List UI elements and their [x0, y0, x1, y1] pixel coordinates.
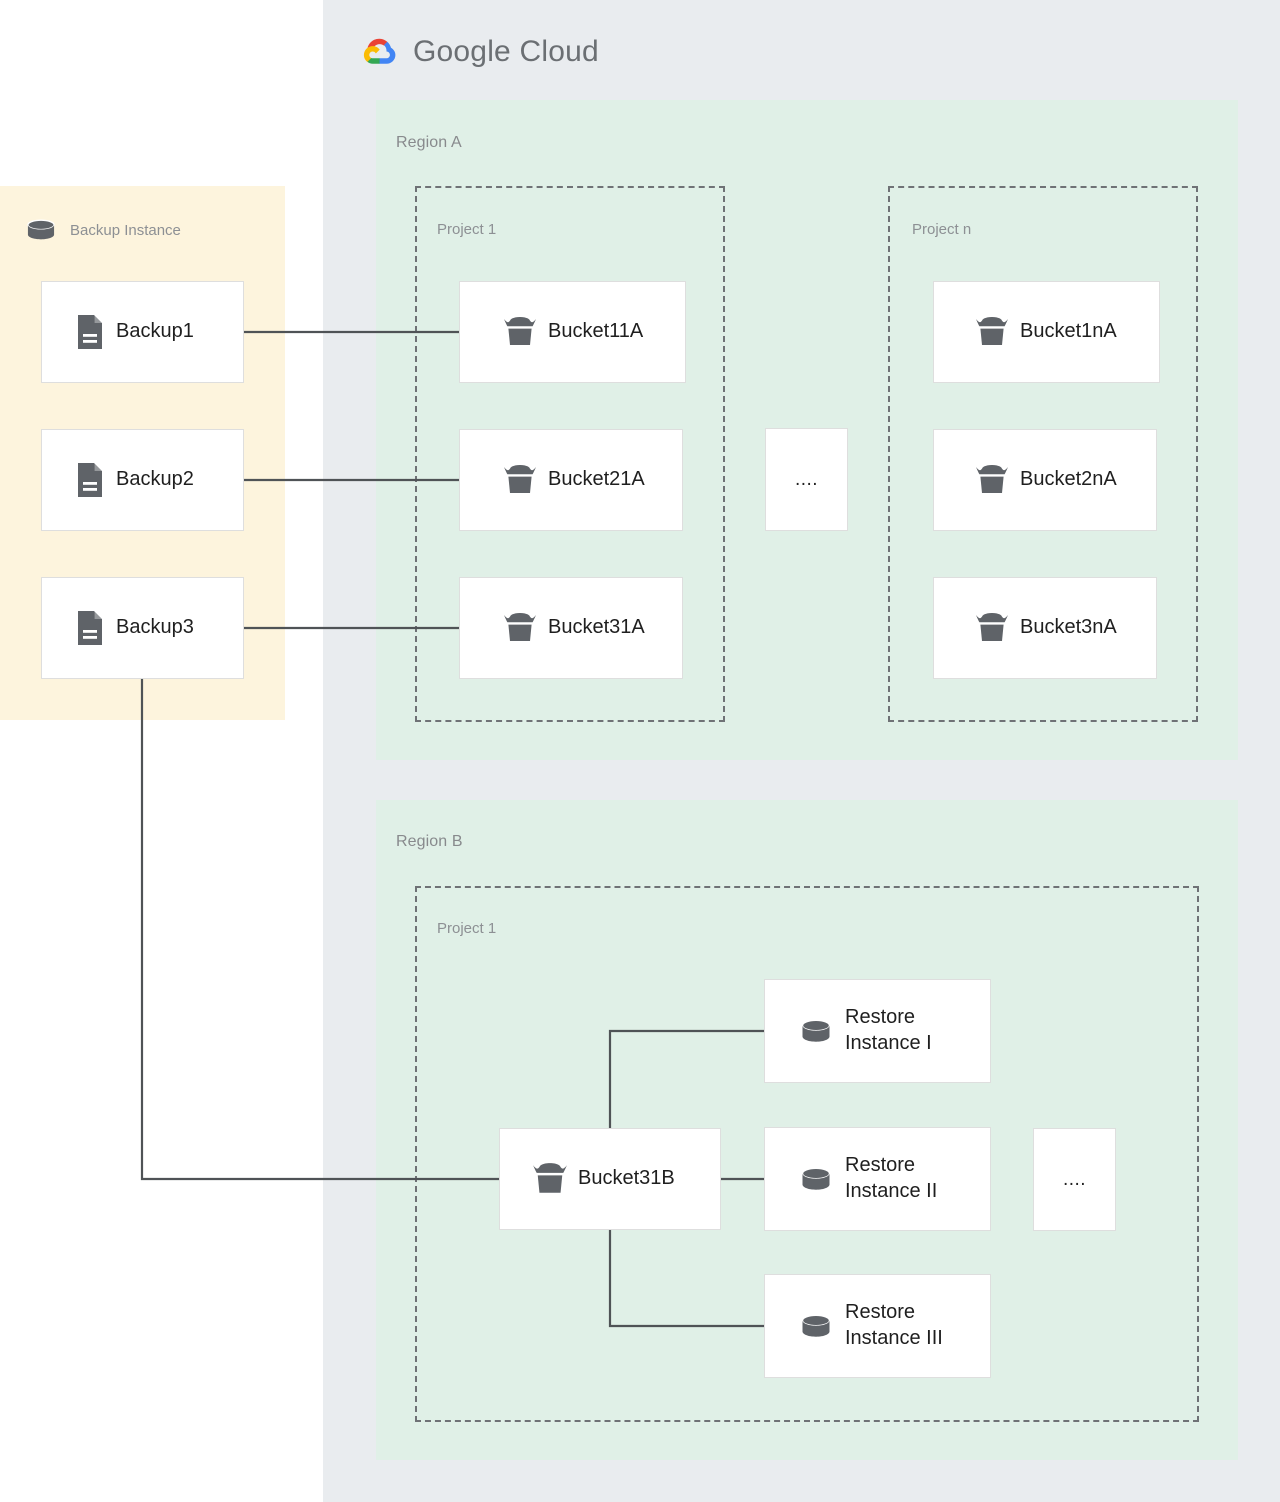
backup-instance-title: Backup Instance — [70, 221, 181, 239]
card-label: Bucket21A — [548, 468, 645, 491]
google-cloud-wordmark: Google Cloud — [413, 35, 599, 69]
card-label: Backup1 — [116, 320, 194, 343]
card-label: Bucket3nA — [1020, 616, 1117, 639]
backup-instance-header: Backup Instance — [24, 216, 181, 244]
card-backup3[interactable]: Backup3 — [41, 577, 244, 679]
storage-bucket-icon — [964, 464, 1020, 496]
region-a-project-1-label: Project 1 — [437, 221, 497, 238]
database-cylinder-icon — [24, 216, 58, 244]
region-a-project-n — [888, 186, 1198, 722]
card-bucket11a[interactable]: Bucket11A — [459, 281, 686, 383]
ellipsis-label: .... — [794, 468, 819, 490]
card-backup2[interactable]: Backup2 — [41, 429, 244, 531]
card-bucket3na[interactable]: Bucket3nA — [933, 577, 1157, 679]
region-a-project-1 — [415, 186, 725, 722]
google-cloud-logo: Google Cloud — [357, 32, 599, 72]
card-bucket21a[interactable]: Bucket21A — [459, 429, 683, 531]
card-label: Bucket31A — [548, 616, 645, 639]
card-restore-instance-iii[interactable]: Restore Instance III — [764, 1274, 991, 1378]
region-a-label: Region A — [396, 134, 462, 151]
database-cylinder-icon — [787, 1163, 845, 1195]
database-cylinder-icon — [787, 1015, 845, 1047]
storage-bucket-icon — [964, 612, 1020, 644]
document-icon — [64, 610, 116, 646]
storage-bucket-icon — [522, 1162, 578, 1196]
region-b-label: Region B — [396, 833, 463, 850]
region-b-ellipsis-card: .... — [1033, 1128, 1116, 1231]
database-cylinder-icon — [787, 1310, 845, 1342]
card-bucket2na[interactable]: Bucket2nA — [933, 429, 1157, 531]
card-label: Backup2 — [116, 468, 194, 491]
card-label: Restore Instance I — [845, 1006, 932, 1054]
card-bucket1na[interactable]: Bucket1nA — [933, 281, 1160, 383]
storage-bucket-icon — [964, 316, 1020, 348]
google-cloud-logo-icon — [357, 32, 401, 72]
ellipsis-label: .... — [1062, 1168, 1087, 1190]
logo-word-cloud: Cloud — [519, 35, 599, 68]
card-label: Restore Instance II — [845, 1154, 938, 1202]
document-icon — [64, 462, 116, 498]
storage-bucket-icon — [492, 612, 548, 644]
card-label: Bucket2nA — [1020, 468, 1117, 491]
document-icon — [64, 314, 116, 350]
card-restore-instance-ii[interactable]: Restore Instance II — [764, 1127, 991, 1231]
storage-bucket-icon — [492, 316, 548, 348]
region-a-ellipsis-card: .... — [765, 428, 848, 531]
card-restore-instance-i[interactable]: Restore Instance I — [764, 979, 991, 1083]
card-label: Bucket11A — [548, 320, 644, 343]
storage-bucket-icon — [492, 464, 548, 496]
card-backup1[interactable]: Backup1 — [41, 281, 244, 383]
card-label: Restore Instance III — [845, 1301, 943, 1349]
card-label: Bucket1nA — [1020, 320, 1117, 343]
logo-word-google: Google — [413, 35, 511, 68]
region-a-project-n-label: Project n — [912, 221, 972, 238]
card-label: Backup3 — [116, 616, 194, 639]
card-label: Bucket31B — [578, 1167, 675, 1190]
card-bucket31a[interactable]: Bucket31A — [459, 577, 683, 679]
region-b-project-1-label: Project 1 — [437, 920, 497, 937]
card-bucket31b[interactable]: Bucket31B — [499, 1128, 721, 1230]
